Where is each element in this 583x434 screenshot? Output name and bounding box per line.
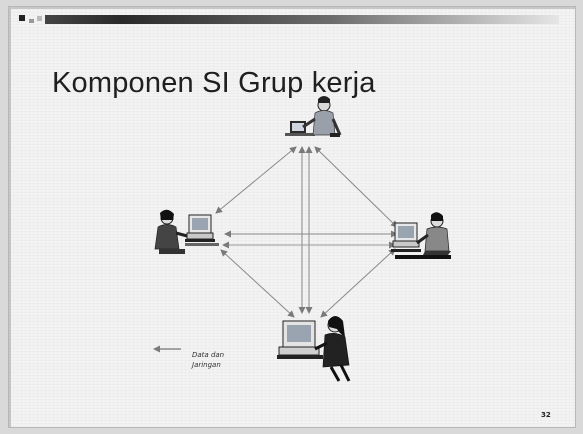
page-number: 32 bbox=[541, 411, 551, 419]
legend-line-2: Jaringan bbox=[192, 361, 221, 369]
title-decoration-bar bbox=[19, 15, 559, 24]
slide: Komponen SI Grup kerja bbox=[8, 6, 576, 428]
link-right-bottom bbox=[320, 248, 396, 318]
legend-label: Data dan Jaringan bbox=[192, 350, 224, 370]
slide-title: Komponen SI Grup kerja bbox=[52, 67, 376, 99]
person-at-computer-icon bbox=[285, 96, 342, 137]
link-top-right bbox=[314, 146, 398, 228]
link-top-left bbox=[215, 146, 297, 214]
link-left-bottom bbox=[220, 249, 295, 318]
person-at-computer-icon bbox=[277, 316, 351, 382]
workgroup-diagram bbox=[153, 96, 451, 382]
legend-line-1: Data dan bbox=[192, 351, 225, 359]
connection-lines bbox=[215, 146, 398, 318]
person-at-computer-icon bbox=[391, 212, 451, 259]
person-at-computer-icon bbox=[154, 209, 219, 254]
